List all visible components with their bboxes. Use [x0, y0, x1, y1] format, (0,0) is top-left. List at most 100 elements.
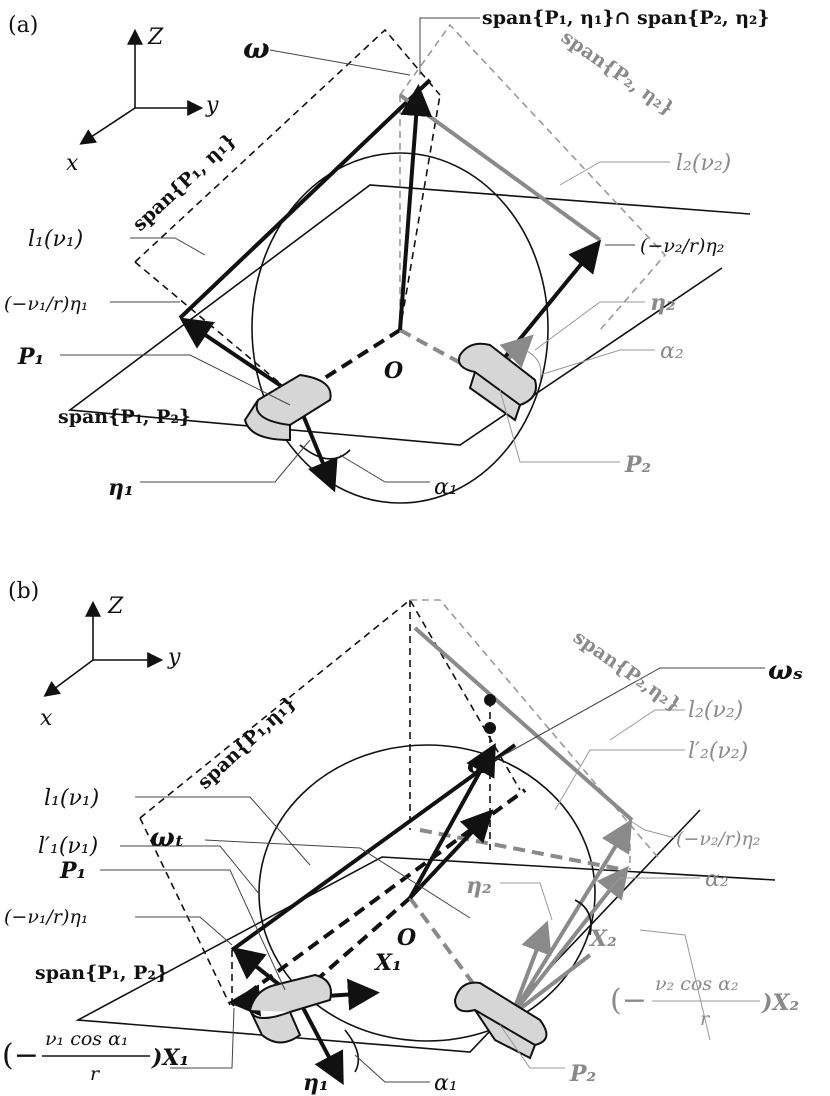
label-neg-v2-eta2: (−ν₂/r)η₂ [676, 828, 760, 850]
wheel-1 [248, 973, 332, 1044]
leader [100, 869, 286, 991]
label-span-p2-eta2: span{P₂, η₂} [557, 26, 678, 120]
wheel-2 [458, 342, 537, 422]
label-span-p1-eta1: span{P₁,η₁} [193, 692, 300, 794]
leader [609, 709, 685, 741]
frac-numerator: ν₁ cos α₁ [45, 1028, 129, 1050]
line-l1 [230, 743, 517, 952]
label-neg-v2-eta2: (−ν₂/r)η₂ [640, 235, 724, 257]
label-omega: ω [243, 32, 270, 65]
z-label: Z [147, 25, 164, 50]
label-p1: P₁ [17, 344, 44, 370]
frac-open: (− [610, 983, 647, 1018]
label-neg-v1-eta1: (−ν₁/r)η₁ [4, 906, 88, 928]
eta2-vector [510, 920, 552, 1016]
plane-p1-eta1-edge [139, 817, 231, 1006]
label-span-p1-p2: span{P₁, P₂} [58, 406, 191, 428]
frac-open: (− [2, 1038, 39, 1073]
sphere-outline [251, 152, 549, 504]
leader [60, 354, 291, 406]
leader [631, 821, 676, 839]
label-alpha1: α₁ [434, 475, 458, 500]
panel-b-tag: (b) [8, 579, 39, 604]
plane-p2-eta2 [410, 599, 661, 861]
x-label: x [40, 706, 53, 731]
omega-s-point [484, 694, 496, 706]
wheel-2 [453, 981, 548, 1060]
panel-a: (a) Z y x [4, 7, 770, 504]
omega-t-vector [408, 809, 494, 900]
leader [135, 796, 311, 866]
label-neg-v1-eta1: (−ν₁/r)η₁ [4, 293, 88, 315]
leader [135, 916, 233, 946]
alpha2-arc [524, 349, 542, 381]
omega-point [484, 722, 496, 734]
x2-projection-vector [510, 865, 629, 1017]
label-l2-prime: l′₂(ν₂) [688, 739, 748, 764]
plane-p1-eta1 [139, 598, 521, 819]
line-l1 [178, 78, 432, 320]
label-alpha1: α₁ [434, 1071, 458, 1096]
label-l1: l₁(ν₁) [28, 227, 83, 252]
frac-denominator: r [700, 1008, 711, 1030]
label-alpha2: α₂ [705, 867, 729, 892]
line-l1-prime [230, 788, 527, 1007]
leader [499, 389, 620, 463]
alpha1-arc [344, 1029, 360, 1073]
label-eta2: η₂ [650, 290, 676, 316]
omega-vector [398, 84, 433, 331]
label-omega-s: ωₛ [768, 656, 803, 686]
leader [599, 877, 700, 901]
label-l1: l₁(ν₁) [44, 786, 99, 811]
leader [639, 929, 711, 1041]
neg-v1-eta1-vector [179, 317, 298, 398]
panel-a-tag: (a) [8, 13, 38, 38]
panel-b: (b) Z y x [2, 579, 803, 1096]
label-x1: X₁ [373, 950, 402, 976]
label-intersection: span{P₁, η₁}∩ span{P₂, η₂} [482, 7, 770, 29]
x2-vector [510, 953, 592, 1017]
leader [354, 1054, 430, 1083]
frac-close: )X₂ [761, 990, 799, 1016]
alpha1-arc [299, 444, 351, 460]
leader [130, 237, 206, 256]
leader [170, 1007, 235, 1069]
line-l2-prime [419, 828, 626, 872]
leader [534, 301, 645, 351]
label-l1-prime: l′₁(ν₁) [38, 834, 98, 859]
label-l2: l₂(ν₂) [688, 698, 743, 723]
x-axis [79, 107, 136, 145]
omega-vector [408, 743, 496, 899]
leader [500, 882, 553, 921]
z-label: Z [107, 594, 124, 619]
x-axis [43, 659, 94, 697]
label-eta1: η₁ [108, 475, 134, 501]
frac-denominator: r [90, 1063, 101, 1085]
axes-b: Z y x [40, 594, 181, 731]
label-origin: O [384, 358, 403, 384]
alpha2-arc [574, 899, 592, 936]
leader [120, 845, 261, 896]
neg-v2-eta2-vector [510, 819, 633, 1017]
leader [140, 439, 311, 483]
leader [554, 749, 685, 811]
label-alpha2: α₂ [660, 339, 684, 364]
leader [419, 17, 480, 75]
label-frac-x2: (− ν₂ cos α₂ r )X₂ [610, 973, 799, 1030]
vector-p1 [294, 896, 412, 1000]
leader [539, 349, 655, 376]
label-eta2: η₂ [466, 873, 492, 899]
leader [494, 667, 765, 761]
label-eta1: η₁ [303, 1070, 329, 1096]
label-l2: l₂(ν₂) [676, 151, 731, 176]
label-p2: P₂ [624, 452, 651, 478]
line-l2 [413, 626, 634, 822]
plane-p2-eta2 [399, 23, 667, 331]
label-span-p1-p2: span{P₁, P₂} [35, 962, 168, 984]
y-label: y [205, 93, 219, 118]
wheel-1 [243, 373, 332, 442]
label-omega: ω [467, 750, 492, 780]
frac-close: )X₁ [151, 1045, 189, 1071]
line-l2 [398, 93, 602, 242]
